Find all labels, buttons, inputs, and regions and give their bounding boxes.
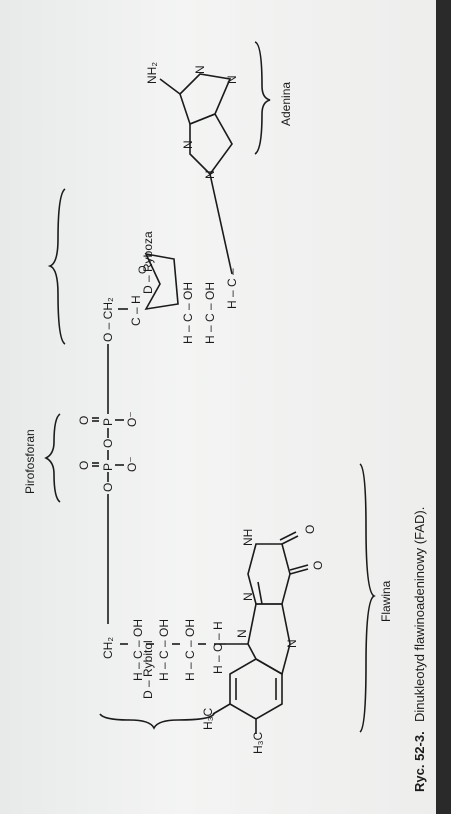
ribitol-c2: H – C – OH	[183, 619, 197, 681]
benzene-ring	[229, 658, 283, 720]
adenine-n3: N	[225, 75, 239, 84]
ribose-brace	[47, 188, 66, 345]
ribitol-c1: H – C – H	[211, 621, 225, 674]
page-edge	[436, 0, 451, 814]
ribose-c3: H – C – OH	[181, 282, 195, 344]
pyrazine-ring	[247, 603, 291, 676]
ribitol-c5-ch2: CH₂	[101, 637, 115, 659]
atom-o2: O	[303, 525, 317, 534]
phos-o-minus-2: O⁻	[125, 411, 139, 427]
atom-nh3: NH	[241, 529, 255, 546]
ribose-c2: H – C – OH	[203, 282, 217, 344]
adenine-n1: N	[193, 65, 207, 74]
adenine-n9: N	[203, 170, 217, 179]
phos-o-bridge: O	[101, 439, 115, 448]
flavin-ring-system	[212, 531, 309, 734]
ribitol-brace	[99, 713, 215, 730]
ribitol-c3: H – C – OH	[157, 619, 171, 681]
ribitol-chain: H – C – H H – C – OH H – C – OH H – C – …	[101, 494, 226, 681]
pyrophosphate-brace	[44, 413, 61, 503]
ribose-o: O	[137, 265, 149, 274]
phos-o-minus-1: O⁻	[125, 456, 139, 472]
phos-p1: P	[101, 463, 115, 471]
adenine-label: Adenina	[279, 82, 293, 126]
pyrophosphate-label: Pirofosforan	[23, 429, 37, 494]
adenine-n7: N	[181, 140, 195, 149]
ribose-c4: C – H	[129, 295, 143, 326]
methyl-7: H₃C	[251, 731, 265, 754]
ribose-pentagon	[144, 252, 179, 311]
imidazole-ring	[189, 112, 233, 176]
phos-o1: O	[101, 483, 115, 492]
caption-text: Dinukleotyd flawinoadeninowy (FAD).	[412, 507, 427, 722]
adenine-nh2: NH₂	[145, 62, 159, 84]
ribose-c1: H – C –	[225, 268, 239, 309]
phos-p2: P	[101, 418, 115, 426]
ribose-o-ch2: O – CH₂	[101, 297, 115, 342]
ribitol-label: D – Rybitol	[141, 640, 155, 699]
phos-o-double-1: O	[77, 461, 91, 470]
ribose-ring: O – CH₂ C – H O H – C – OH H – C – OH H …	[101, 173, 239, 344]
flavin-brace	[359, 463, 376, 733]
caption-number: Ryc. 52-3.	[412, 731, 427, 792]
phos-o-double-2: O	[77, 416, 91, 425]
atom-n10: N	[235, 629, 249, 638]
methyl-8: H₃C	[201, 707, 215, 730]
ribitol-c4: H – C – OH	[131, 619, 145, 681]
flavin-label: Flawina	[379, 580, 393, 622]
atom-n1: N	[241, 592, 255, 601]
adenine-brace	[254, 41, 271, 155]
atom-o4: O	[311, 561, 325, 570]
pyrophosphate: O P O O⁻ O P O O⁻	[77, 344, 139, 492]
atom-n5: N	[285, 639, 299, 648]
pyrimidine-ring-adenine	[179, 73, 232, 126]
adenine-ring: N N N N NH₂	[145, 62, 239, 179]
ribose-label: D – Ryboza	[141, 231, 155, 294]
